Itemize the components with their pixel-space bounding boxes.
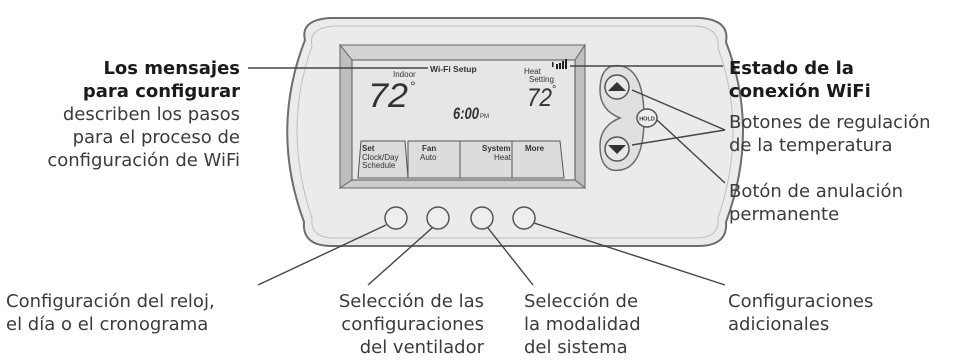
additional-settings-text-1: Configuraciones bbox=[728, 291, 874, 312]
setting-label: Setting bbox=[529, 75, 554, 84]
softkey-button-4[interactable] bbox=[512, 206, 536, 230]
temperature-buttons-text-2: de la temperatura bbox=[729, 135, 893, 156]
hold-button-text-1: Botón de anulación bbox=[729, 181, 903, 202]
setup-messages-title-1: Los mensajes bbox=[103, 58, 240, 79]
wifi-status-title-2: conexión WiFi bbox=[729, 81, 871, 102]
clock-pm: PM bbox=[480, 114, 489, 120]
softkey-set-sub2: Schedule bbox=[362, 161, 396, 170]
hold-button[interactable] bbox=[636, 108, 658, 128]
temperature-buttons-text-1: Botones de regulación bbox=[729, 112, 931, 133]
wifi-status-title-1: Estado de la bbox=[729, 58, 854, 79]
softkey-button-3[interactable] bbox=[470, 206, 494, 230]
set-degree: ° bbox=[552, 84, 556, 96]
hold-button-callout: Botón de anulación permanente bbox=[729, 180, 957, 226]
system-mode-text-3: del sistema bbox=[524, 337, 628, 358]
additional-settings-text-2: adicionales bbox=[728, 314, 830, 335]
softkey-button-2[interactable] bbox=[426, 206, 450, 230]
system-mode-callout: Selección de la modalidad del sistema bbox=[524, 290, 684, 359]
clock-schedule-text-2: el día o el cronograma bbox=[6, 314, 209, 335]
set-temperature: 72 bbox=[527, 84, 552, 112]
indoor-degree: ° bbox=[410, 78, 416, 94]
setup-messages-desc-2: para el proceso de bbox=[72, 127, 240, 148]
setup-messages-desc-3: configuración de WiFi bbox=[47, 150, 240, 171]
indoor-temperature: 72 bbox=[368, 77, 408, 115]
setup-messages-title-2: para configurar bbox=[82, 81, 240, 102]
arrow-down-icon bbox=[608, 145, 626, 154]
clock-schedule-text-1: Configuración del reloj, bbox=[6, 291, 215, 312]
softkey-fan-title: Fan bbox=[422, 144, 436, 153]
clock-time: 6:00 bbox=[453, 104, 479, 123]
softkey-set-title: Set bbox=[362, 144, 375, 153]
hold-button-label: HOLD bbox=[639, 117, 655, 123]
indoor-label: Indoor bbox=[393, 70, 416, 79]
softkey-system-sub1: Heat bbox=[494, 153, 512, 162]
softkey-button-1[interactable] bbox=[384, 206, 408, 230]
temperature-buttons-callout: Botones de regulación de la temperatura bbox=[729, 111, 957, 157]
arrow-up-icon bbox=[608, 82, 626, 91]
wifi-setup-message: Wi-Fi Setup bbox=[430, 64, 477, 74]
clock-schedule-callout: Configuración del reloj, el día o el cro… bbox=[6, 290, 266, 336]
system-mode-text-1: Selección de bbox=[524, 291, 639, 312]
fan-settings-text-1: Selección de las bbox=[338, 291, 484, 312]
leader-lines bbox=[248, 65, 726, 286]
additional-settings-callout: Configuraciones adicionales bbox=[728, 290, 956, 336]
softkey-fan-sub1: Auto bbox=[420, 153, 437, 162]
setup-messages-desc-1: describen los pasos bbox=[62, 104, 240, 125]
heat-label: Heat bbox=[524, 67, 542, 76]
fan-settings-text-2: configuraciones bbox=[341, 314, 484, 335]
softkey-system-title: System bbox=[482, 144, 510, 153]
wifi-signal-icon bbox=[552, 59, 567, 69]
fan-settings-text-3: del ventilador bbox=[359, 337, 484, 358]
softkey-set-sub1: Clock/Day bbox=[362, 153, 398, 162]
hold-button-text-2: permanente bbox=[729, 204, 840, 225]
softkey-more-title: More bbox=[525, 144, 545, 153]
lcd-bezel bbox=[338, 44, 586, 61]
softkey-row bbox=[357, 140, 565, 179]
wifi-status-callout: Estado de la conexión WiFi bbox=[729, 57, 957, 103]
system-mode-text-2: la modalidad bbox=[524, 314, 641, 335]
fan-settings-callout: Selección de las configuraciones del ven… bbox=[280, 290, 484, 359]
setup-messages-callout: Los mensajes para configurar describen l… bbox=[40, 57, 240, 172]
